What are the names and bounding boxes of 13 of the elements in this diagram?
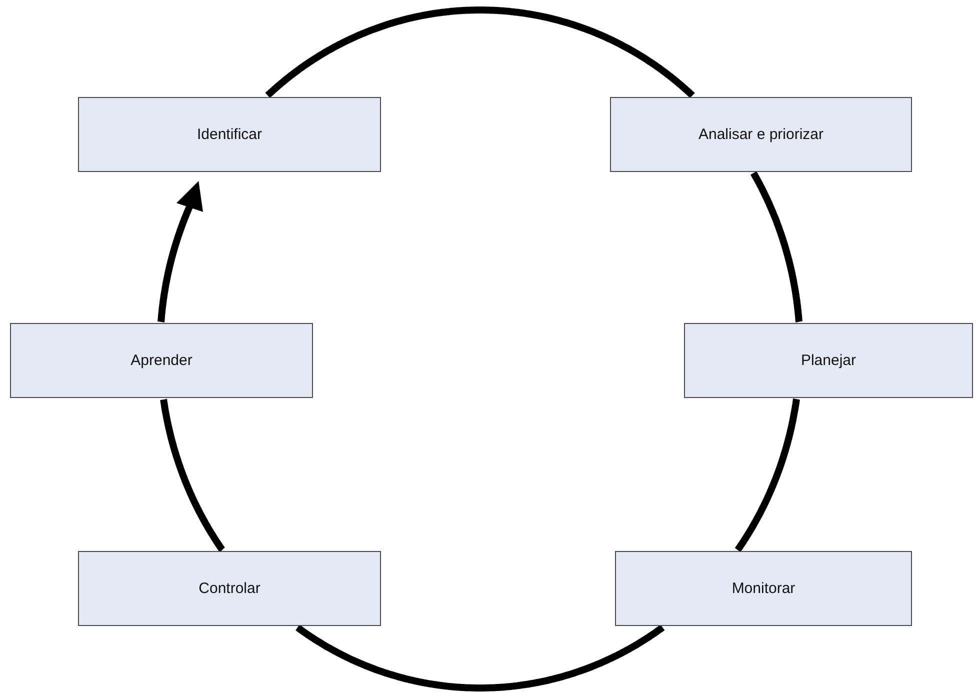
process-box (10, 323, 313, 398)
box-label: Aprender (130, 352, 192, 369)
box-label: Identificar (196, 126, 262, 143)
process-box (615, 551, 912, 626)
box-label: Controlar (198, 580, 260, 597)
box-label: Analisar e priorizar (698, 126, 824, 143)
process-box (610, 97, 912, 172)
box-label: Monitorar (732, 580, 796, 597)
process-box (78, 551, 381, 626)
process-box (684, 323, 973, 398)
cycle-arrow (158, 180, 203, 325)
box-label: Planejar (800, 352, 856, 369)
process-box (78, 97, 381, 172)
